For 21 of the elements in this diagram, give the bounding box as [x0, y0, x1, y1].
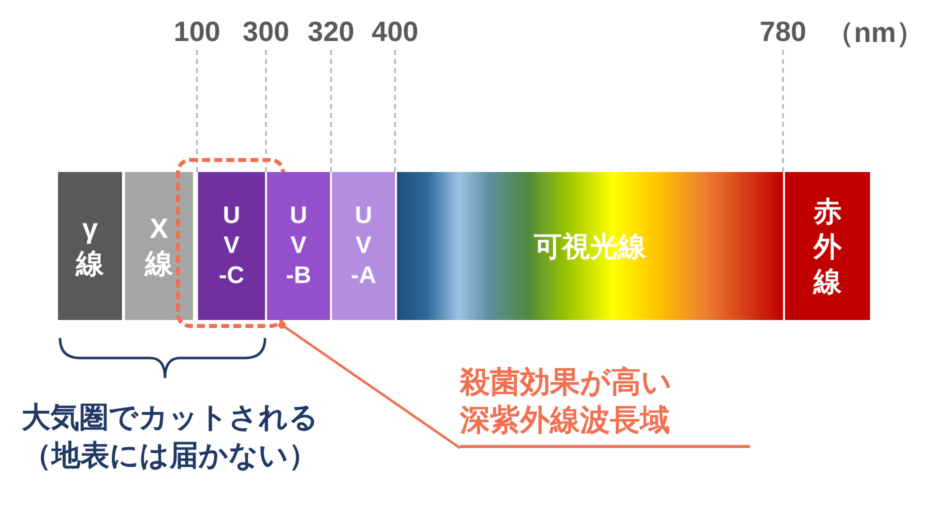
gamma-ray-band: γ線: [58, 172, 122, 320]
infrared-band: 赤外線: [785, 172, 870, 320]
tick-label: 320: [302, 12, 360, 50]
callout-text: 殺菌効果が高い深紫外線波長域: [460, 358, 750, 448]
tick-line: [196, 50, 198, 172]
uv-c-band: U V -C: [198, 172, 265, 320]
tick-label: 300: [237, 12, 295, 50]
tick-line: [394, 50, 396, 172]
tick-label: 100: [168, 12, 226, 50]
unit-label: （nm）: [826, 16, 924, 50]
uv-b-band: U V -B: [267, 172, 330, 320]
x-ray-band: X線: [125, 172, 193, 320]
leader-line: [278, 321, 461, 450]
tick-label: 780: [754, 12, 812, 50]
bracket-note: 大気圏でカットされる（地表には届かない）: [20, 401, 320, 474]
tick-line: [782, 50, 784, 172]
visible-light-band: 可視光線: [397, 172, 783, 320]
tick-line: [330, 50, 332, 172]
uv-a-band: U V -A: [332, 172, 395, 320]
tick-line: [265, 50, 267, 172]
tick-label: 400: [366, 12, 424, 50]
